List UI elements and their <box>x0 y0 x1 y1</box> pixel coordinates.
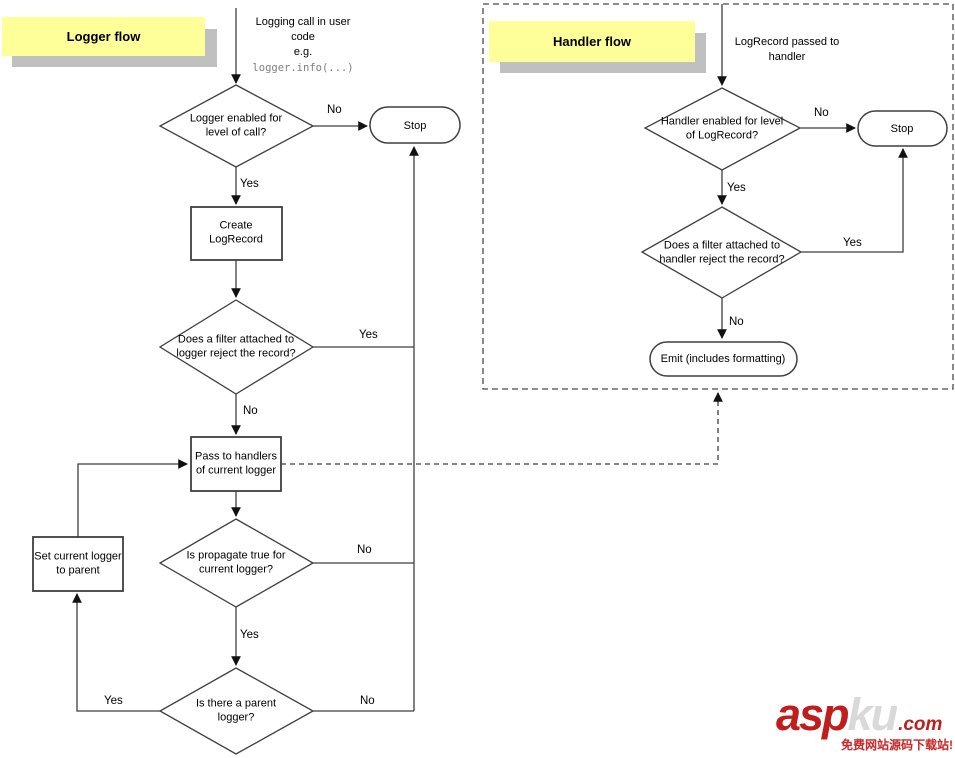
logger-flow-title: Logger flow <box>2 17 205 56</box>
edge-parent-yes <box>72 593 160 712</box>
label-propagate: Is propagate true for current logger? <box>186 549 286 576</box>
edge-label-filter-yes: Yes <box>359 329 378 341</box>
label-logger-enabled: Logger enabled for level of call? <box>189 112 283 139</box>
handler-start-annotation: LogRecord passed to handler <box>734 36 840 63</box>
handler-flow-container <box>482 3 954 390</box>
watermark-tagline: 免费网站源码下载站! <box>841 738 953 752</box>
watermark-asp: asp <box>776 689 850 740</box>
edge-label-parent-yes: Yes <box>104 695 123 707</box>
edge-label-handler-filter-yes: Yes <box>843 237 862 249</box>
label-stop-handler: Stop <box>890 122 914 135</box>
edge-label-propagate-no: No <box>357 544 372 556</box>
edge-label-filter-no: No <box>243 405 258 417</box>
edge-handler-filter-yes <box>801 148 908 253</box>
label-emit: Emit (includes formatting) <box>660 352 786 365</box>
handler-flow-title-text: Handler flow <box>552 34 631 49</box>
label-handler-enabled: Handler enabled for level of LogRecord? <box>660 115 784 142</box>
watermark-domain: .com <box>898 714 943 735</box>
logger-start-code: logger.info(...) <box>252 61 354 74</box>
label-set-current-logger: Set current logger to parent <box>34 550 122 577</box>
edge-label-enabled-no: No <box>327 104 342 116</box>
process-create-logrecord <box>190 206 283 261</box>
label-create-logrecord: Create LogRecord <box>209 219 263 246</box>
watermark-ku: ku <box>847 689 898 740</box>
logger-start-annotation: Logging call in user code e.g. logger.in… <box>246 15 360 75</box>
edge-label-handler-filter-no: No <box>729 316 744 328</box>
edge-set-to-pass <box>77 459 188 537</box>
label-pass-to-handlers: Pass to handlers of current logger <box>195 450 277 477</box>
logger-start-line2: e.g. <box>293 45 313 58</box>
diamond-parent-logger <box>158 667 315 755</box>
edge-label-parent-no: No <box>360 695 375 707</box>
logger-start-line1: Logging call in user code <box>255 16 351 43</box>
edge-label-handler-enabled-no: No <box>814 107 829 119</box>
label-logger-filter: Does a filter attached to logger reject … <box>176 333 296 360</box>
handler-flow-title: Handler flow <box>489 21 695 62</box>
terminator-stop-handler <box>857 110 948 147</box>
label-handler-filter: Does a filter attached to handler reject… <box>659 239 785 266</box>
label-parent-logger: Is there a parent logger? <box>195 697 277 724</box>
logger-flow-title-text: Logger flow <box>66 29 141 44</box>
edge-pass-to-handler-flow <box>281 392 723 465</box>
terminator-emit <box>649 341 798 377</box>
edge-label-propagate-yes: Yes <box>240 629 259 641</box>
edge-label-enabled-yes: Yes <box>240 178 259 190</box>
terminator-stop-logger <box>369 106 461 144</box>
label-stop-logger: Stop <box>403 119 427 132</box>
edge-label-handler-enabled-yes: Yes <box>727 182 746 194</box>
